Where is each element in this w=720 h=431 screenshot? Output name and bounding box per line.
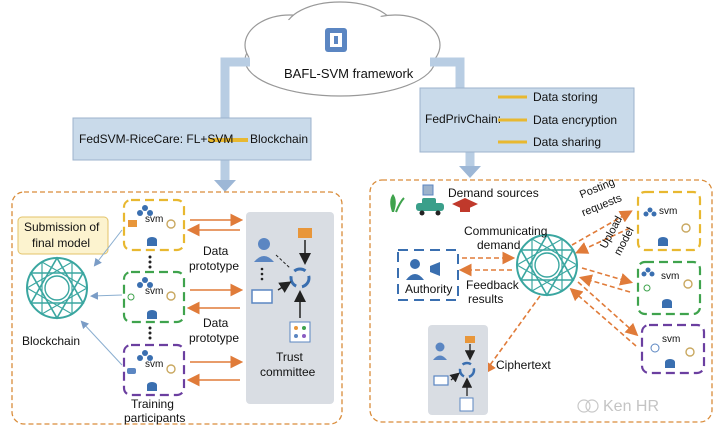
authority-label: Authority xyxy=(405,282,453,296)
left-panel xyxy=(11,191,343,425)
exchange-arrows-left xyxy=(186,213,244,387)
framework-icon xyxy=(325,28,347,52)
participant-box-right-1 xyxy=(636,190,702,252)
blockchain-network-right-icon xyxy=(516,234,578,296)
arrow-items xyxy=(498,95,527,144)
data-prototype-1-line1: Data xyxy=(203,244,229,258)
connector-right xyxy=(430,57,465,88)
framework-title: BAFL-SVM framework xyxy=(284,66,414,81)
participant-box-1 xyxy=(122,198,186,252)
participant-icons-left xyxy=(127,205,176,391)
participant-box-2 xyxy=(122,270,186,324)
arrow-down-left-icon xyxy=(214,180,236,192)
participant-box-right-3 xyxy=(640,323,706,375)
blockchain-network-icon xyxy=(26,257,88,319)
blockchain-label: Blockchain xyxy=(22,334,81,348)
training-participants-line1: Training xyxy=(131,397,174,411)
submission-label-2: final model xyxy=(32,236,91,250)
demand-sources-label: Demand sources xyxy=(448,186,539,200)
svm-label-right-1: svm xyxy=(659,206,678,217)
submission-label-1: Submission of xyxy=(24,220,100,234)
demand-source-icons xyxy=(390,184,478,216)
trust-committee-line2: committee xyxy=(260,365,316,379)
trust-committee-icons xyxy=(251,228,312,343)
svm-label-right-3: svm xyxy=(662,334,681,345)
right-panel xyxy=(369,179,713,423)
connector-left xyxy=(220,57,250,118)
ellipsis-dots-left xyxy=(148,255,152,340)
ciphertext-panel xyxy=(428,325,488,415)
communicating-line1: Communicating xyxy=(464,224,548,238)
submission-box xyxy=(17,216,109,255)
trust-committee-line1: Trust xyxy=(276,350,303,364)
watermark-text: Ken HR xyxy=(603,398,660,415)
svm-label-right-2: svm xyxy=(661,271,680,282)
left-header-target: Blockchain xyxy=(250,132,309,146)
watermark-icon xyxy=(577,399,599,413)
data-prototype-1-line2: prototype xyxy=(189,259,240,273)
exchange-arrows-right xyxy=(458,210,639,375)
arrow-down-right-icon xyxy=(459,166,481,178)
right-item-storing: Data storing xyxy=(533,90,598,104)
ciphertext-label: Ciphertext xyxy=(496,358,551,372)
right-item-encryption: Data encryption xyxy=(533,113,618,127)
participant-icons-right xyxy=(641,207,695,368)
svm-label-left-3: svm xyxy=(145,359,164,370)
participant-box-right-2 xyxy=(636,260,702,316)
right-header-text: FedPrivChain: xyxy=(425,112,502,126)
svm-label-left-1: svm xyxy=(145,214,164,225)
ciphertext-icons xyxy=(433,336,476,412)
authority-icon xyxy=(406,259,440,280)
left-header-text: FedSVM-RiceCare: FL+SVM xyxy=(79,132,234,146)
communicating-line2: demand xyxy=(477,238,521,252)
data-prototype-2-line1: Data xyxy=(203,316,229,330)
feedback-line1: Feedback xyxy=(466,278,519,292)
right-item-sharing: Data sharing xyxy=(533,135,602,149)
training-participants-line2: participants xyxy=(124,411,186,425)
feedback-line2: results xyxy=(468,292,504,306)
authority-box xyxy=(397,249,459,301)
svm-label-left-2: svm xyxy=(145,286,164,297)
data-prototype-2-line2: prototype xyxy=(189,331,240,345)
cloud-shape xyxy=(244,1,441,97)
left-header-box xyxy=(72,117,312,161)
participant-box-3 xyxy=(122,343,186,397)
